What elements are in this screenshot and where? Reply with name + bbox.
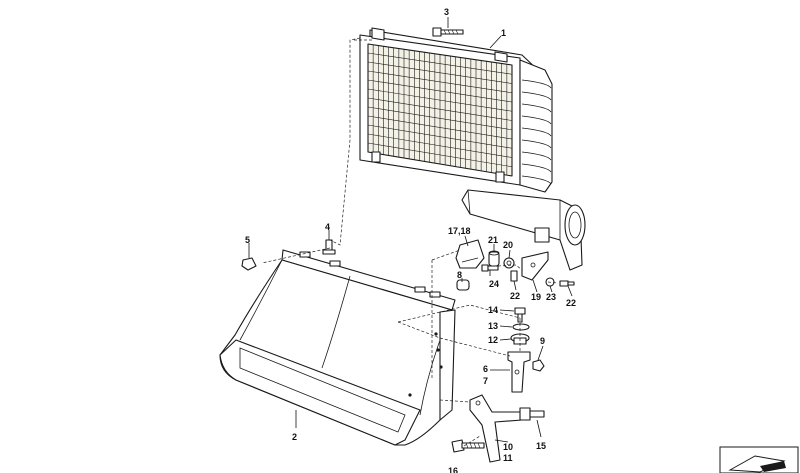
- bolt-22-left: [510, 270, 518, 282]
- tank-rib: [521, 163, 552, 173]
- callout-14: 14: [488, 305, 498, 315]
- stud-4: [322, 239, 336, 255]
- callout-12: 12: [488, 335, 498, 345]
- callout-23: 23: [546, 292, 556, 302]
- nut-9: [532, 359, 545, 372]
- callout-labels: 1 2 3 4 5 6 7 8 9 10 11 12 13 14 15 16 1…: [245, 7, 576, 473]
- tank-rib: [521, 175, 552, 185]
- grommet-8: [456, 279, 470, 291]
- tank-rib: [521, 115, 552, 125]
- callout-15: 15: [536, 441, 546, 451]
- bracket-19: [521, 251, 549, 281]
- callout-4: 4: [325, 222, 330, 232]
- tank-rib: [521, 127, 552, 137]
- bracket-17-18: [455, 239, 485, 269]
- callout-3: 3: [444, 7, 449, 17]
- tank-rib: [521, 103, 552, 113]
- tank-rib: [521, 91, 552, 101]
- grommet-20: [503, 257, 515, 269]
- nut-5: [241, 257, 257, 271]
- callout-22-right: 22: [566, 298, 576, 308]
- orientation-badge: [719, 446, 799, 473]
- callout-5: 5: [245, 235, 250, 245]
- callout-17-18: 17,18: [448, 226, 471, 236]
- callout-2: 2: [292, 432, 297, 442]
- callout-7: 7: [483, 376, 488, 386]
- tank-rib: [521, 79, 552, 89]
- callout-21: 21: [488, 235, 498, 245]
- tank-rib: [521, 139, 552, 149]
- bolt-16: [451, 439, 485, 453]
- washer-13: [512, 323, 530, 331]
- bolt-22-right: [559, 280, 575, 287]
- callout-22-left: 22: [510, 291, 520, 301]
- bolt-15: [519, 407, 545, 421]
- callout-20: 20: [503, 240, 513, 250]
- bracket-6-7: [507, 351, 531, 393]
- radiator: [359, 27, 553, 193]
- tank-rib: [521, 151, 552, 161]
- air-duct: [219, 249, 456, 446]
- callout-11: 11: [503, 453, 513, 463]
- fan-shroud-duct: [461, 189, 586, 271]
- callout-13: 13: [488, 321, 498, 331]
- bushing-21: [488, 250, 500, 267]
- callout-10: 10: [503, 442, 513, 452]
- callout-9: 9: [540, 336, 545, 346]
- callout-19: 19: [531, 292, 541, 302]
- bolt-3: [432, 27, 464, 37]
- callout-24: 24: [489, 279, 499, 289]
- screw-24: [481, 264, 499, 272]
- callout-1: 1: [501, 28, 506, 38]
- leader-lines: [248, 17, 573, 443]
- callout-6: 6: [483, 364, 488, 374]
- callout-8: 8: [457, 270, 462, 280]
- bracket-10-11: [469, 394, 523, 463]
- assembly-lines: [261, 37, 559, 447]
- callout-16: 16: [448, 466, 458, 473]
